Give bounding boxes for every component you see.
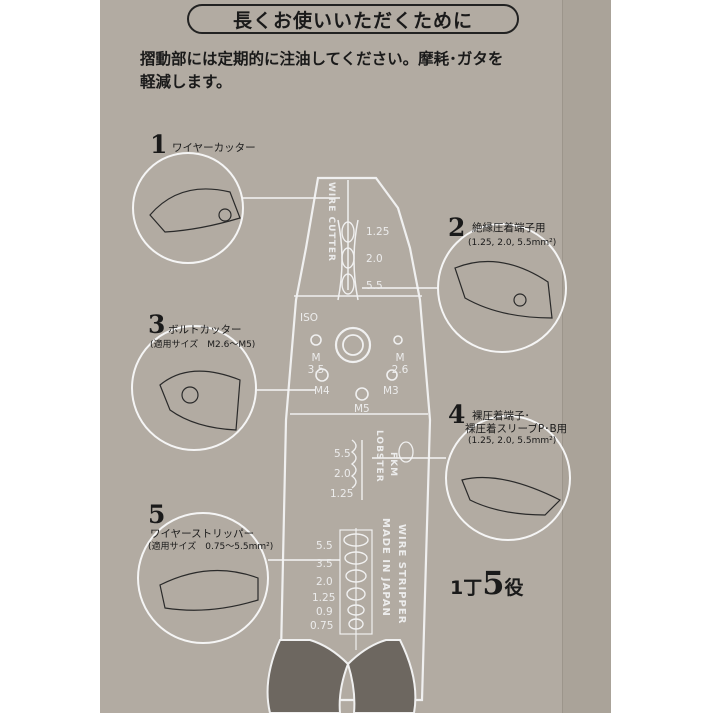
feature-4-label: 裸圧着端子･ <box>472 410 530 422</box>
bolt-label-m5: M5 <box>354 403 370 415</box>
feature-1-circle <box>132 152 244 264</box>
insulated-size-20: 2.0 <box>366 253 383 265</box>
feature-4-sizes: (1.25, 2.0, 5.5mm²) <box>468 436 557 446</box>
feature-2-number: 2 <box>448 213 466 242</box>
strip-size-09: 0.9 <box>316 606 333 618</box>
left-handle <box>266 639 350 713</box>
package-card <box>100 0 610 713</box>
feature-1-number: 1 <box>150 130 168 159</box>
bolt-label-m35: M 3.5 <box>307 352 325 376</box>
five-uses-badge: 1丁5役 <box>450 564 524 602</box>
care-instructions-line1: 摺動部には定期的に注油してください。摩耗･ガタを <box>140 50 504 68</box>
feature-5-sizes: (適用サイズ 0.75〜5.5mm²) <box>148 542 274 552</box>
care-instructions-line2: 軽減します。 <box>140 73 232 91</box>
uses-prefix: 1丁 <box>450 577 483 599</box>
care-instructions: 摺動部には定期的に注油してください。摩耗･ガタを 軽減します。 <box>140 48 570 94</box>
bolt-hole-m5 <box>355 387 369 401</box>
bolt-hole-m26 <box>393 335 403 345</box>
uses-count: 5 <box>482 564 505 602</box>
strip-size-075: 0.75 <box>310 620 334 632</box>
bare-size-55: 5.5 <box>334 448 351 460</box>
uses-suffix: 役 <box>504 577 524 599</box>
iso-mark: ISO <box>300 312 319 324</box>
feature-5-number: 5 <box>148 500 166 529</box>
bolt-label-m4: M4 <box>314 385 330 397</box>
brand-model: FKM <box>388 452 398 478</box>
feature-3-label: ボルトカッター <box>168 324 242 336</box>
brand-name: LOBSTER <box>374 430 384 483</box>
plier-head-outline <box>278 176 432 702</box>
feature-3-sizes: (適用サイズ M2.6〜M5) <box>150 340 256 350</box>
insulated-size-55: 5.5 <box>366 280 383 292</box>
wire-stripper-text: WIRE STRIPPER <box>396 524 407 625</box>
care-title: 長くお使いいただくために <box>187 4 519 34</box>
strip-size-125: 1.25 <box>312 592 336 604</box>
feature-4-circle <box>445 415 571 541</box>
bolt-label-m26: M 2.6 <box>391 352 409 376</box>
feature-4-label-2: 裸圧着スリーブP･B用 <box>465 423 568 435</box>
wire-cutter-text: WIRE CUTTER <box>326 182 336 262</box>
bolt-hole-m3 <box>386 369 398 381</box>
bolt-label-m3: M3 <box>383 385 399 397</box>
feature-2-label: 絶縁圧着端子用 <box>472 222 546 234</box>
feature-3-circle <box>131 325 257 451</box>
feature-4-number: 4 <box>448 400 466 429</box>
pivot-bolt <box>334 326 372 364</box>
strip-size-55: 5.5 <box>316 540 333 552</box>
package-fold-edge <box>562 0 611 713</box>
strip-size-35: 3.5 <box>316 558 333 570</box>
insulated-size-125: 1.25 <box>366 226 390 238</box>
feature-2-sizes: (1.25, 2.0, 5.5mm²) <box>468 238 557 248</box>
right-handle <box>346 639 417 713</box>
bolt-hole-m4 <box>315 368 329 382</box>
bolt-hole-m35 <box>310 334 322 346</box>
care-title-text: 長くお使いいただくために <box>232 9 473 32</box>
bare-crimp-jaw <box>350 439 363 500</box>
made-in-japan: MADE IN JAPAN <box>380 518 391 617</box>
feature-1-label: ワイヤーカッター <box>172 142 256 154</box>
feature-3-number: 3 <box>148 310 166 339</box>
bare-size-20: 2.0 <box>334 468 351 480</box>
feature-5-circle <box>137 512 269 644</box>
bare-size-125: 1.25 <box>330 488 354 500</box>
strip-size-20: 2.0 <box>316 576 333 588</box>
lobster-logo <box>398 441 414 463</box>
feature-5-label: ワイヤーストリッパー <box>150 528 255 540</box>
